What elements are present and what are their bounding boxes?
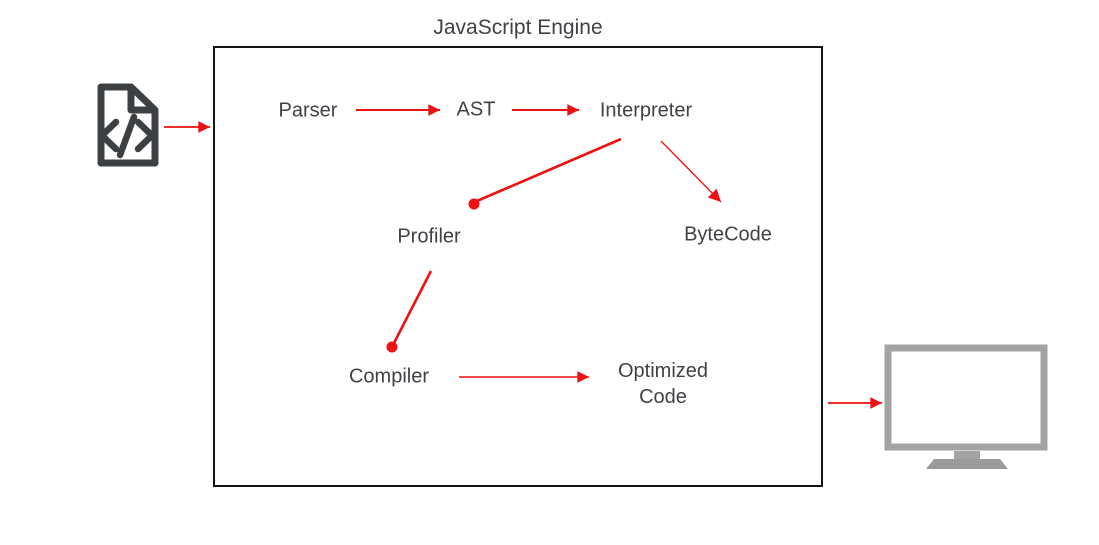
node-ast: AST xyxy=(456,98,496,121)
node-profiler: Profiler xyxy=(397,225,461,248)
js-engine-box xyxy=(213,46,823,487)
node-interpreter: Interpreter xyxy=(599,99,693,122)
node-bytecode: ByteCode xyxy=(684,223,772,246)
node-parser: Parser xyxy=(278,99,338,122)
node-compiler: Compiler xyxy=(348,365,430,388)
diagram-title: JavaScript Engine xyxy=(433,16,603,39)
node-optimized-code: Optimized Code xyxy=(617,360,709,408)
